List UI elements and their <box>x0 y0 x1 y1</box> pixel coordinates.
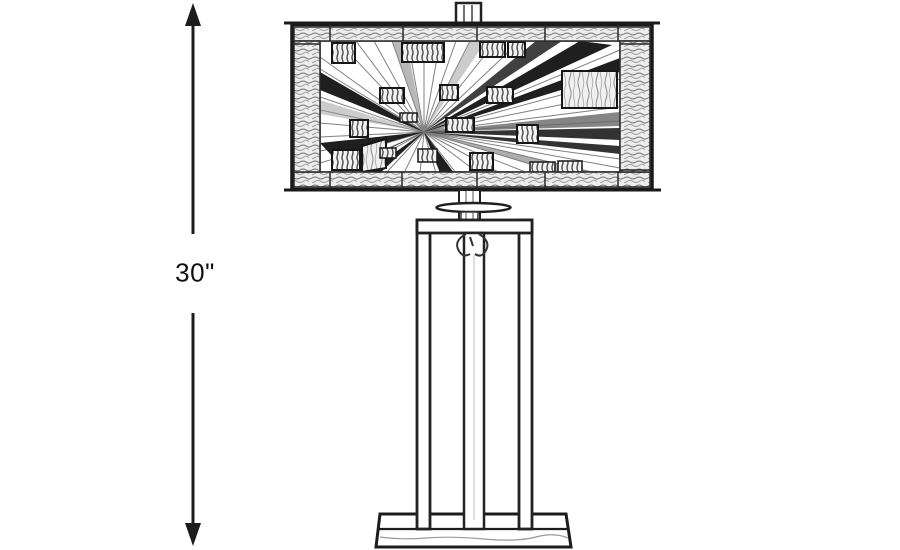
base-frame <box>415 218 534 531</box>
column-ornament <box>456 233 489 257</box>
mosaic-tiles <box>331 41 618 174</box>
socket-collar <box>435 201 512 214</box>
lamp-finial <box>454 1 483 26</box>
frame-left-post <box>415 218 432 531</box>
socket-assembly <box>435 189 512 223</box>
arrowhead-up <box>185 3 201 26</box>
frame-top-bar <box>415 218 534 235</box>
lamp-shade <box>284 21 661 192</box>
arrowhead-down <box>185 523 201 546</box>
shade-border-band <box>293 25 651 188</box>
frame-right-post <box>517 218 534 531</box>
dimension-arrow <box>185 3 201 546</box>
dimension-label: 30" <box>173 257 217 289</box>
